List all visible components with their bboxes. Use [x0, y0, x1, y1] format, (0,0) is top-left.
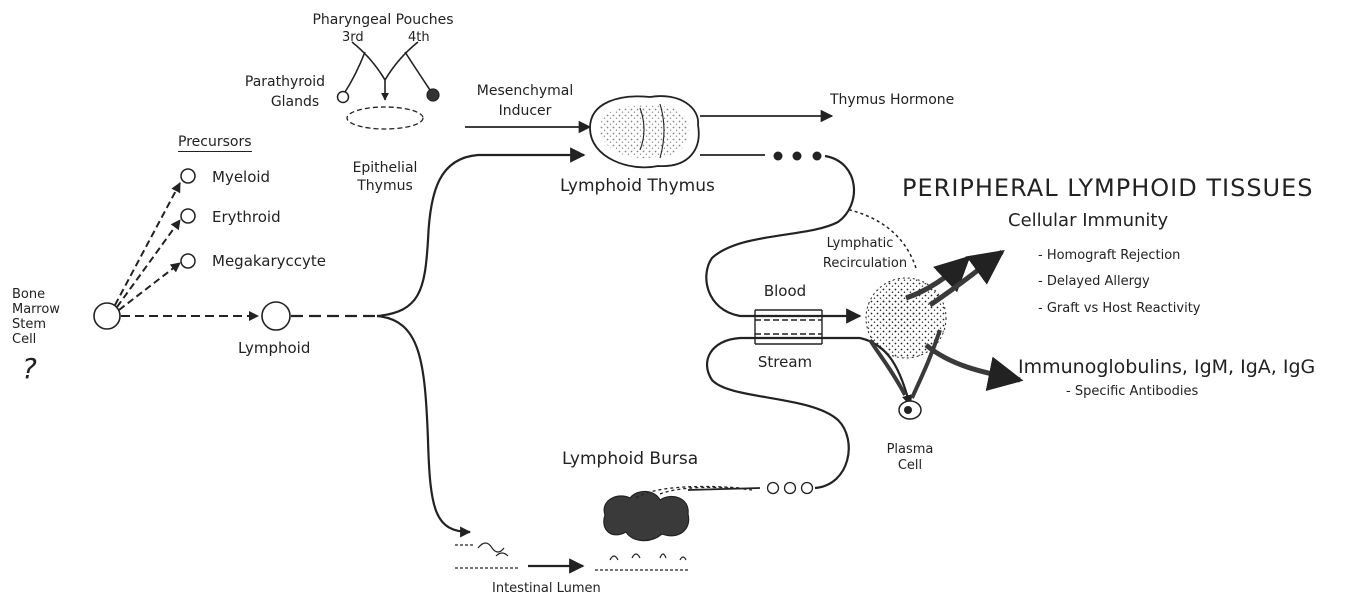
megakaryocyte-label: Megakaryccyte	[212, 252, 326, 270]
thymus-organ	[590, 96, 699, 167]
pharyngeal-pouches-label: Pharyngeal Pouches	[303, 12, 463, 28]
lymphoid-label: Lymphoid	[238, 339, 310, 357]
erythroid-label: Erythroid	[212, 208, 281, 226]
pharyngeal-pouches-branch	[345, 42, 430, 100]
parathyroid-filled-circle	[427, 89, 439, 101]
plasma-cell	[899, 401, 921, 419]
erythroid-circle	[181, 209, 195, 223]
lymphoid-thymus-label: Lymphoid Thymus	[560, 176, 715, 196]
plasma-cell-label: Cell	[880, 458, 940, 473]
cellular-immunity-label: Cellular Immunity	[1008, 210, 1168, 231]
blood-label: Blood	[750, 282, 820, 300]
precursors-label: Precursors	[178, 134, 252, 150]
stem-label: Stem	[12, 317, 46, 332]
lymphoid-bursa-label: Lymphoid Bursa	[562, 449, 698, 469]
glands-label: Glands	[250, 94, 340, 110]
parathyroid-label: Parathyroid	[230, 74, 340, 90]
myeloid-label: Myeloid	[212, 168, 270, 186]
lymphatic-label: Lymphatic	[810, 236, 910, 251]
graft-vs-host-label: - Graft vs Host Reactivity	[1038, 301, 1200, 316]
intestinal-lumen-label: Intestinal Lumen	[492, 581, 601, 596]
myeloid-circle	[181, 169, 195, 183]
bursa-organ	[604, 486, 752, 540]
stem-cell-circle	[94, 303, 120, 329]
recirculation-label: Recirculation	[810, 256, 920, 271]
epithelial-thymus-shape	[347, 107, 423, 129]
epithelial-label: Epithelial	[340, 160, 430, 176]
question-mark: ?	[22, 352, 37, 385]
delayed-allergy-label: - Delayed Allergy	[1038, 274, 1150, 289]
branch-curves	[377, 155, 584, 532]
third-pouch-label: 3rd	[342, 30, 364, 45]
epithelial-thymus-label: Thymus	[340, 178, 430, 194]
thymus-hormone-label: Thymus Hormone	[830, 92, 954, 108]
bone-label: Bone	[12, 287, 45, 302]
immunoglobulins-label: Immunoglobulins, IgM, IgA, IgG	[1018, 356, 1315, 378]
peripheral-cluster	[866, 252, 1020, 398]
plasma-label: Plasma	[880, 442, 940, 457]
cell-label: Cell	[12, 332, 36, 347]
specific-antibodies-label: - Specific Antibodies	[1066, 384, 1198, 399]
bursa-output-dots	[768, 483, 813, 494]
inducer-label: Inducer	[465, 103, 585, 119]
precursor-arrows	[115, 183, 180, 310]
mesenchymal-label: Mesenchymal	[465, 83, 585, 99]
fourth-pouch-label: 4th	[408, 30, 430, 45]
thymus-output-dots	[774, 152, 822, 161]
megakaryocyte-circle	[181, 254, 195, 268]
peripheral-tissues-title: PERIPHERAL LYMPHOID TISSUES	[902, 174, 1314, 202]
marrow-label: Marrow	[12, 302, 60, 317]
bursa-output-line	[688, 488, 760, 490]
homograft-label: - Homograft Rejection	[1038, 248, 1180, 263]
stream-label: Stream	[745, 353, 825, 371]
lymphoid-circle	[262, 302, 290, 330]
